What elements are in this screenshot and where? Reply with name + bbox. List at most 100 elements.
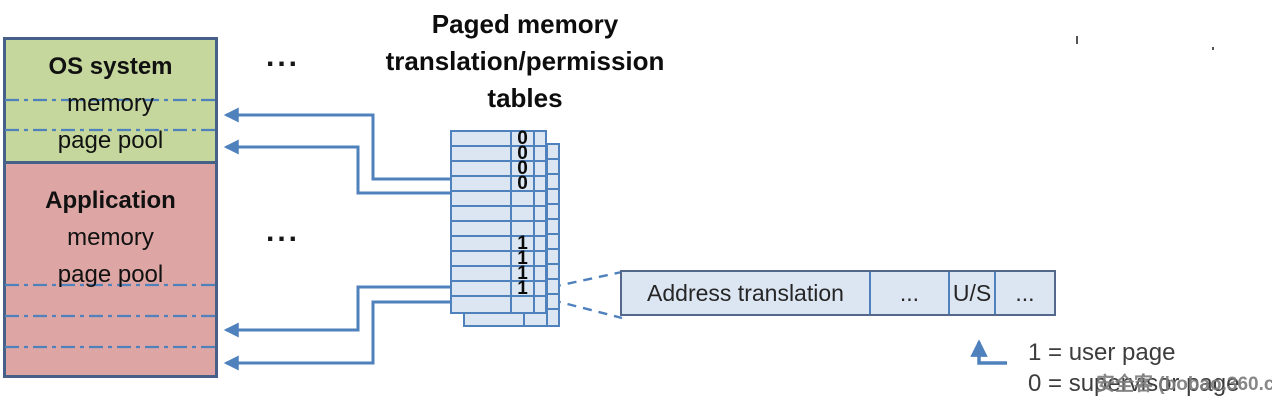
translation-cell [452, 267, 512, 280]
extra-cell [548, 145, 558, 158]
extra-cell [548, 205, 558, 218]
page-mapping-arrows [223, 107, 450, 371]
permission-bit-cell: 1 [512, 249, 535, 268]
page-table-row: 1 [452, 234, 545, 253]
permission-bit-cell [525, 160, 548, 173]
translation-cell [465, 310, 525, 325]
permission-bit-cell: 0 [512, 174, 535, 193]
permission-bit-cell [512, 192, 535, 205]
page-table-row: 1 [452, 249, 545, 268]
extra-cell [548, 310, 558, 325]
entry-cell-us-bit: U/S [948, 272, 994, 314]
extra-cell [548, 250, 558, 263]
os-memory-pool [6, 40, 215, 164]
ellipsis-top: ... [265, 40, 300, 73]
extra-cell [548, 280, 558, 293]
extra-cell [535, 252, 545, 265]
translation-cell [452, 252, 512, 265]
os-pool-line2: memory [67, 90, 154, 117]
arrow-to-app-page-1 [223, 285, 450, 338]
permission-bit-cell [512, 222, 535, 235]
arrow-to-os-page-1 [223, 107, 450, 181]
extra-cell [535, 147, 545, 160]
permission-bit-cell [525, 310, 548, 325]
extra-cell [535, 162, 545, 175]
translation-cell [452, 297, 512, 312]
extra-cell [548, 175, 558, 188]
extra-cell [535, 267, 545, 280]
os-pool-title: OS system [48, 53, 173, 80]
extra-cell [548, 190, 558, 203]
watermark: 安全客 (bobao.360.cn) [1096, 374, 1272, 395]
os-pool-label: OS system memory page pool [3, 48, 218, 159]
extra-cell [535, 132, 545, 145]
us-bit-legend: 1 = user page 0 = supervisor page [1028, 337, 1239, 399]
translation-cell [452, 282, 512, 295]
permission-bit-cell [525, 190, 548, 203]
permission-bit-cell [525, 235, 548, 248]
permission-bit-cell: 1 [512, 279, 535, 298]
page-table-row: 0 [452, 159, 545, 178]
extra-cell [548, 235, 558, 248]
extra-cell [535, 297, 545, 312]
permission-bit-cell [525, 280, 548, 293]
permission-bit-cell [525, 175, 548, 188]
extra-cell [535, 207, 545, 220]
page-table-row: 0 [452, 174, 545, 193]
ellipsis-middle: ... [265, 215, 300, 248]
permission-bit-cell: 0 [512, 144, 535, 163]
translation-cell [452, 147, 512, 160]
permission-bit-cell [525, 250, 548, 263]
page-table-entry-row: Address translation ... U/S ... [620, 270, 1056, 316]
page-table-row: 1 [452, 264, 545, 283]
page-table-row [452, 297, 545, 312]
extra-cell [535, 192, 545, 205]
permission-bit-cell: 1 [512, 264, 535, 283]
extra-cell [548, 265, 558, 278]
title-line-1: Paged memory [431, 9, 619, 39]
page-table-row: 1 [452, 279, 545, 298]
permission-bit-cell [525, 295, 548, 308]
extra-cell [548, 160, 558, 173]
extra-cell [535, 177, 545, 190]
translation-cell [452, 222, 512, 235]
permission-bit-cell [525, 220, 548, 233]
permission-bit-cell [525, 205, 548, 218]
legend-supervisor-page: 0 = supervisor page [1028, 370, 1240, 397]
permission-bit-cell: 1 [512, 234, 535, 253]
diagram-title: Paged memory translation/permission tabl… [360, 6, 690, 117]
app-pool-label: Application memory page pool [3, 182, 218, 293]
os-pool-line3: page pool [57, 127, 164, 154]
app-pool-title: Application [45, 187, 176, 214]
page-table-row [465, 310, 558, 325]
title-line-2: translation/permission [385, 46, 665, 76]
application-memory-pool [6, 164, 215, 375]
app-pool-line2: memory [67, 224, 154, 251]
page-table-row [452, 192, 545, 207]
page-table-row [452, 222, 545, 237]
extra-cell [535, 237, 545, 250]
entry-expansion-lines [551, 270, 623, 320]
title-line-3: tables [487, 83, 563, 113]
permission-bit-cell [512, 297, 535, 312]
translation-cell [452, 132, 512, 145]
page-table-row: 0 [452, 144, 545, 163]
extra-cell [535, 222, 545, 235]
entry-cell-address-translation: Address translation [647, 279, 844, 306]
arrow-to-os-page-2 [223, 139, 450, 195]
permission-bit-cell [512, 207, 535, 220]
page-boundary-lines [5, 98, 215, 349]
artifact-mark-1 [1076, 36, 1078, 44]
page-table-row: 0 [452, 129, 545, 148]
memory-box [3, 37, 218, 378]
legend-user-page: 1 = user page [1028, 339, 1176, 366]
translation-cell [452, 237, 512, 250]
permission-bit-cell [525, 145, 548, 158]
permission-bit-cell [525, 265, 548, 278]
permission-bit-cell: 0 [512, 159, 535, 178]
permission-bit-cell: 0 [512, 129, 535, 148]
translation-cell [452, 162, 512, 175]
